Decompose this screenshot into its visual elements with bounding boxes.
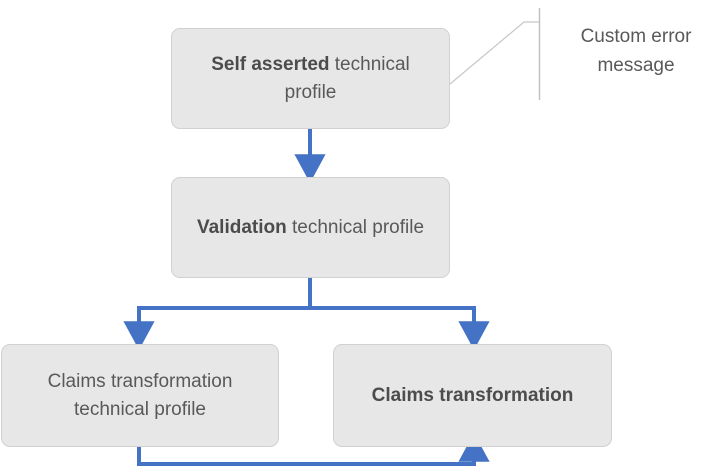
node-validation-rest-text: technical profile (286, 216, 425, 238)
node-claims-transformation-bold-text: Claims transformation (371, 384, 574, 406)
node-self-asserted-technical-profile[interactable]: Self asserted technical profile (171, 28, 450, 129)
callout-text-line-2: message (597, 55, 675, 76)
node-validation-bold-text: Validation (196, 216, 287, 238)
node-claims-transformation-technical-profile[interactable]: Claims transformation technical profile (1, 344, 279, 447)
callout-custom-error-message: Custom error message (554, 22, 718, 80)
node-claims-transformation-tp-label: Claims transformation technical profile (16, 368, 264, 424)
callout-leader-line (449, 8, 541, 100)
node-validation-technical-profile[interactable]: Validation technical profile (171, 177, 450, 278)
node-self-asserted-label: Self asserted technical profile (186, 51, 435, 107)
callout-text-line-1: Custom error (580, 26, 692, 47)
node-claims-transformation[interactable]: Claims transformation (333, 344, 612, 447)
node-validation-label: Validation technical profile (186, 214, 435, 242)
node-claims-transformation-tp-rest-text: Claims transformation technical profile (47, 370, 233, 420)
node-self-asserted-bold-text: Self asserted (211, 53, 330, 75)
connector-validation-split (123, 276, 490, 350)
node-claims-transformation-label: Claims transformation (348, 382, 597, 410)
node-self-asserted-rest-text: technical profile (284, 53, 410, 103)
connector-feedback-loop (137, 433, 490, 466)
